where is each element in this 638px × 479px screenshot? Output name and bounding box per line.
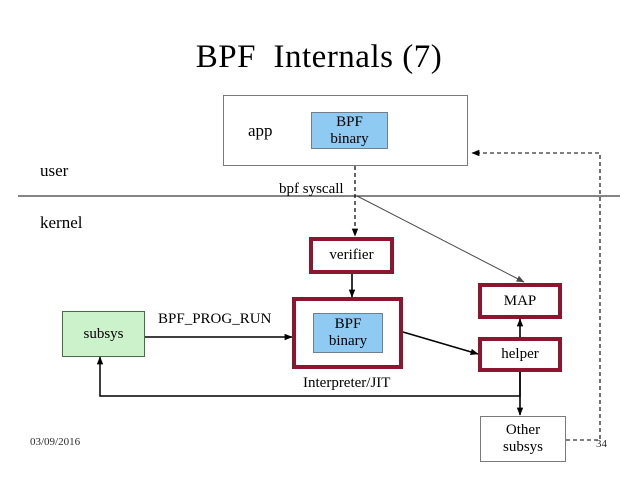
- app-bpf-binary-box[interactable]: BPF binary: [311, 112, 388, 149]
- kernel-layer-label: kernel: [40, 213, 83, 232]
- slide-date: 03/09/2016: [30, 436, 81, 448]
- page-title: BPF Internals (7): [195, 39, 443, 75]
- subsys-box[interactable]: subsys: [62, 311, 145, 357]
- app-label: app: [248, 121, 273, 140]
- verifier-box[interactable]: verifier: [309, 237, 394, 274]
- user-layer-label: user: [40, 161, 69, 180]
- slide-page-number: 34: [596, 438, 607, 450]
- helper-box[interactable]: helper: [478, 337, 562, 372]
- map-box[interactable]: MAP: [478, 283, 562, 319]
- bpf-syscall-label: bpf syscall: [279, 181, 344, 197]
- bpf-prog-run-label: BPF_PROG_RUN: [158, 311, 272, 327]
- other-subsys-box[interactable]: Other subsys: [480, 416, 566, 462]
- interpreter-jit-label: Interpreter/JIT: [303, 375, 391, 391]
- interpreter-to-helper-arrow: [402, 331, 479, 355]
- interpreter-bpf-binary-box[interactable]: BPF binary: [313, 313, 383, 353]
